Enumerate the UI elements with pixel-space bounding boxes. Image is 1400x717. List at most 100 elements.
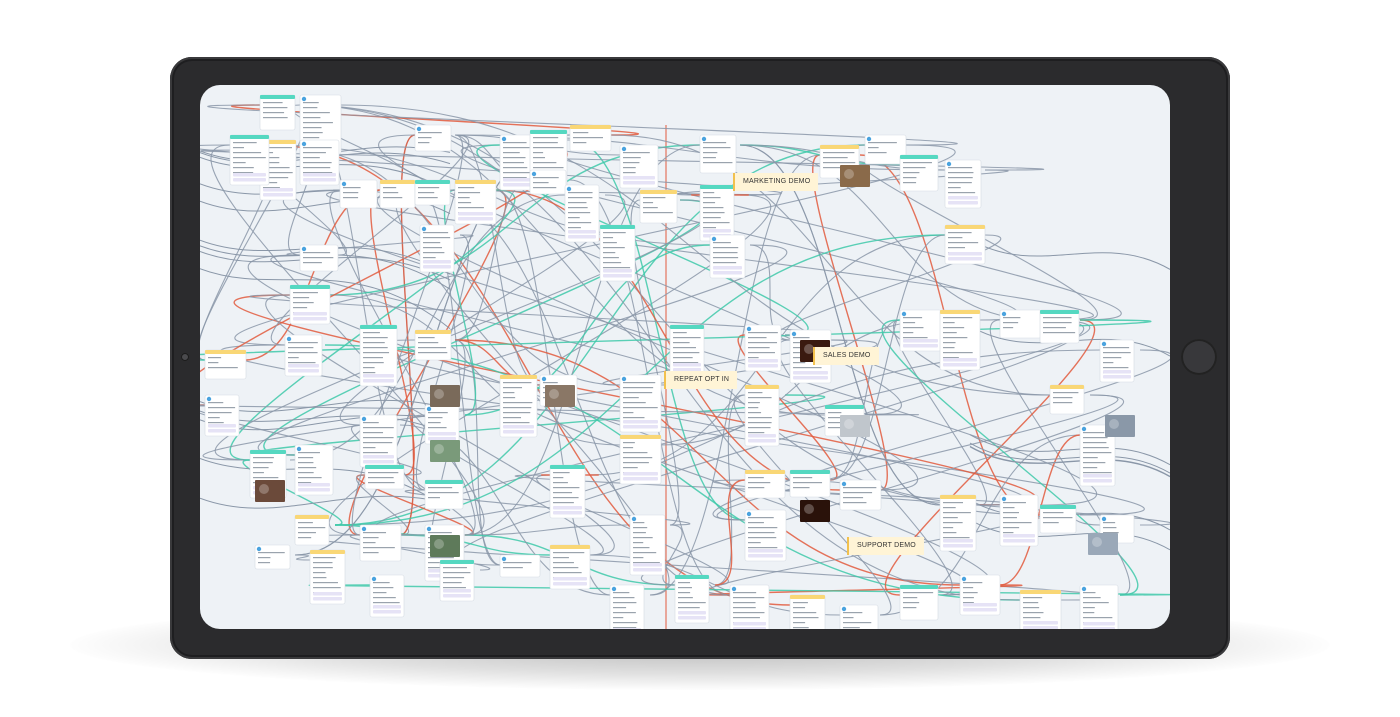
node-card[interactable] [639,189,678,224]
node-button[interactable] [963,603,997,607]
node-button[interactable] [623,176,655,180]
node-button[interactable] [623,477,658,481]
node-button[interactable] [703,229,731,233]
node-card[interactable] [699,134,737,174]
node-button[interactable] [1023,626,1058,629]
node-button[interactable] [363,460,394,464]
node-card[interactable] [839,479,882,511]
node-button[interactable] [263,193,293,197]
node-button[interactable] [1083,627,1115,629]
node-button[interactable] [603,274,632,278]
node-button[interactable] [623,425,658,429]
node-button[interactable] [678,611,706,615]
node-button[interactable] [1023,621,1058,625]
home-button[interactable] [1181,339,1217,375]
node-card[interactable] [204,349,247,380]
node-button[interactable] [943,539,973,543]
node-card[interactable] [1049,384,1085,415]
node-button[interactable] [568,235,596,239]
node-button[interactable] [458,217,493,221]
node-button[interactable] [1083,622,1115,626]
node-button[interactable] [623,420,658,424]
node-button[interactable] [313,597,342,601]
node-button[interactable] [423,260,451,264]
node-button[interactable] [313,592,342,596]
node-button[interactable] [503,178,532,182]
node-button[interactable] [553,511,582,515]
node-button[interactable] [748,364,778,368]
node-button[interactable] [363,374,394,378]
canvas-label-repeat-opt-in[interactable]: REPEAT OPT IN [664,371,738,389]
node-card[interactable] [379,179,416,209]
node-button[interactable] [748,434,776,438]
node-card[interactable] [1039,504,1077,534]
node-button[interactable] [208,424,236,428]
node-button[interactable] [748,554,783,558]
node-button[interactable] [553,582,587,586]
node-card[interactable] [1079,424,1116,487]
node-card[interactable] [499,554,541,578]
node-button[interactable] [288,369,319,373]
node-button[interactable] [943,358,977,362]
canvas-label-sales-demo[interactable]: SALES DEMO [813,347,879,365]
node-button[interactable] [293,317,327,321]
node-button[interactable] [713,271,742,275]
node-button[interactable] [428,432,456,436]
node-button[interactable] [748,359,778,363]
node-button[interactable] [1083,479,1112,483]
node-button[interactable] [263,188,293,192]
node-button[interactable] [948,201,978,205]
node-button[interactable] [503,425,534,429]
node-button[interactable] [623,472,658,476]
node-button[interactable] [748,439,776,443]
node-button[interactable] [633,568,662,572]
node-button[interactable] [553,577,587,581]
node-button[interactable] [568,230,596,234]
node-card[interactable] [744,469,786,499]
node-card[interactable] [294,514,330,546]
node-card[interactable] [629,514,666,576]
node-button[interactable] [373,610,401,614]
node-button[interactable] [298,483,330,487]
node-button[interactable] [623,181,655,185]
node-button[interactable] [633,563,662,567]
node-button[interactable] [288,364,319,368]
node-button[interactable] [503,183,532,187]
node-button[interactable] [443,594,471,598]
node-button[interactable] [1103,370,1131,374]
node-button[interactable] [1003,534,1035,538]
node-card[interactable] [414,124,452,152]
node-button[interactable] [208,429,236,433]
node-button[interactable] [363,455,394,459]
node-button[interactable] [553,506,582,510]
node-button[interactable] [748,549,783,553]
node-button[interactable] [733,622,766,626]
node-button[interactable] [1083,474,1112,478]
node-button[interactable] [943,544,973,548]
node-button[interactable] [1103,375,1131,379]
node-button[interactable] [303,173,336,177]
node-button[interactable] [1003,539,1035,543]
node-button[interactable] [793,376,828,380]
node-button[interactable] [678,616,706,620]
node-button[interactable] [948,257,982,261]
flow-builder-canvas[interactable]: MARKETING DEMO SALES DEMO REPEAT OPT IN … [200,85,1170,629]
node-button[interactable] [903,339,938,343]
node-button[interactable] [943,363,977,367]
node-button[interactable] [713,266,742,270]
node-card[interactable] [424,479,464,510]
node-button[interactable] [233,178,266,182]
node-button[interactable] [948,252,982,256]
node-card[interactable] [414,329,452,361]
node-button[interactable] [673,368,701,372]
node-button[interactable] [233,173,266,177]
node-button[interactable] [293,312,327,316]
node-button[interactable] [373,605,401,609]
node-button[interactable] [793,371,828,375]
node-button[interactable] [443,589,471,593]
node-card[interactable] [1039,309,1080,344]
node-button[interactable] [458,212,493,216]
node-button[interactable] [963,608,997,612]
node-button[interactable] [423,265,451,269]
node-button[interactable] [298,488,330,492]
